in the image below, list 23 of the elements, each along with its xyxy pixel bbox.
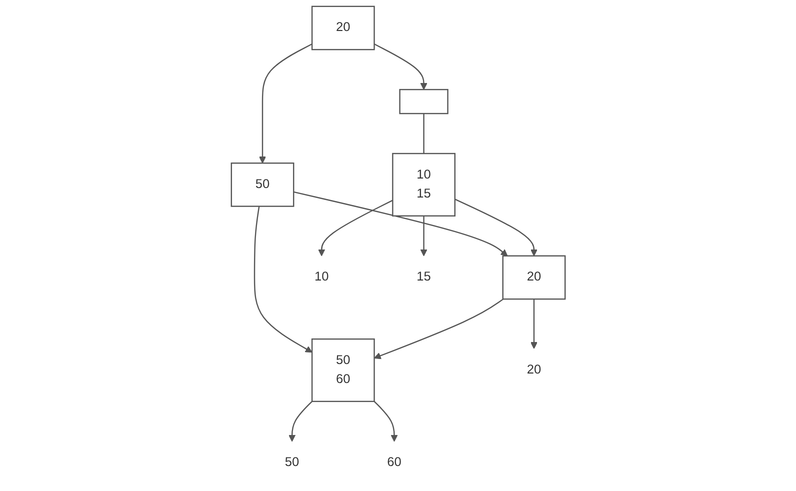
node-text: 50 [284, 456, 299, 470]
node-text: 15 [416, 270, 431, 284]
arrow [530, 299, 538, 349]
arrow [374, 298, 504, 360]
node-box: 20 [502, 255, 566, 300]
node-box: 50 60 [311, 338, 375, 402]
arrow [258, 44, 312, 164]
node-box: 50 [230, 162, 294, 207]
arrow [318, 200, 393, 256]
node-text: 20 [526, 363, 541, 377]
node-box: 10 15 [392, 152, 456, 216]
arrow [293, 191, 508, 256]
connector [422, 114, 424, 154]
arrow [374, 400, 398, 442]
arrow [374, 44, 428, 90]
node-text: 60 [386, 456, 402, 470]
arrow [420, 216, 428, 256]
arrow [454, 198, 538, 256]
node-box: 20 [311, 6, 375, 50]
arrow [254, 206, 312, 353]
node-text: 10 [314, 270, 328, 284]
arrow [288, 400, 312, 442]
node-box [398, 88, 448, 114]
